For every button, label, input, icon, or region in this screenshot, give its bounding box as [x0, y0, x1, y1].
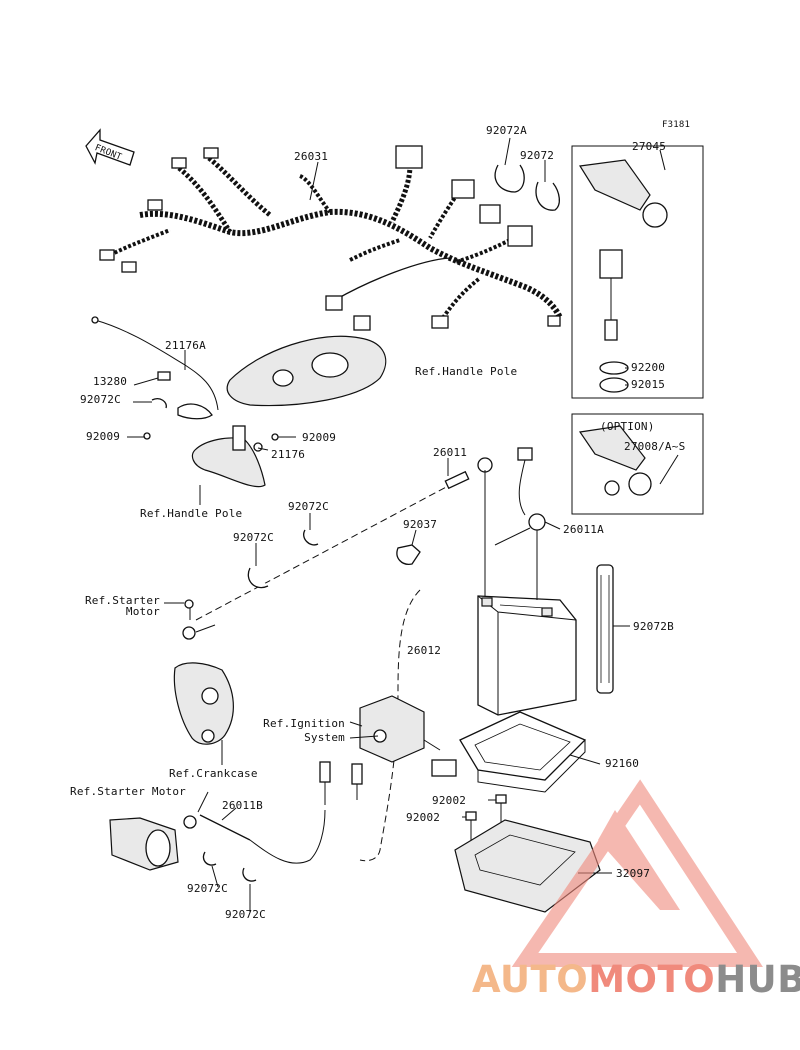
part-92072c-5: 92072C [225, 908, 266, 921]
ref-handle-pole-1: Ref.Handle Pole [415, 365, 518, 378]
part-13280: 13280 [93, 375, 128, 388]
cable-26012 [359, 589, 421, 862]
ref-starter-motor-2: Ref.Starter Motor [70, 785, 186, 798]
clamp-92072c-d [242, 867, 257, 882]
part-26011: 26011 [433, 446, 468, 459]
part-92009-2: 92009 [302, 431, 337, 444]
part-92072c-1: 92072C [80, 393, 121, 406]
ref-starter-motor-1-line1: Ref.Starter [84, 594, 160, 607]
cable-26011 [195, 484, 451, 621]
watermark-moto: MOTO [588, 958, 716, 1001]
starter-motor [109, 815, 197, 871]
part-92160: 92160 [605, 757, 640, 770]
battery-case-92160 [459, 711, 587, 793]
part-92002-1: 92002 [432, 794, 467, 807]
part-92015: 92015 [631, 378, 666, 391]
part-32097: 32097 [616, 867, 651, 880]
cable-26011-terminal [182, 457, 493, 640]
strap-92072b [596, 564, 614, 694]
ref-ignition-line2: System [304, 731, 345, 744]
part-92072c-3: 92072C [233, 531, 274, 544]
figure-code: F3181 [662, 120, 691, 130]
main-wiring-harness [99, 145, 563, 331]
part-92072b: 92072B [633, 620, 674, 633]
battery [477, 595, 577, 716]
part-92072c-2: 92072C [288, 500, 329, 513]
key-switch-option [578, 425, 652, 496]
ref-crankcase: Ref.Crankcase [169, 767, 258, 780]
option-label: (OPTION) [600, 420, 655, 433]
part-21176: 21176 [271, 448, 306, 461]
watermark-hub: HUB [715, 958, 800, 1001]
clamp-92072c-c [202, 851, 217, 866]
bracket-assembly [143, 403, 279, 488]
tray-32097 [454, 819, 601, 913]
ref-handle-pole-2: Ref.Handle Pole [140, 507, 243, 520]
part-92072: 92072 [520, 149, 555, 162]
clamp-92072c-left [151, 398, 167, 409]
cable-26011b [199, 809, 326, 864]
part-27008: 27008/A~S [624, 440, 686, 453]
part-27045: 27045 [632, 140, 667, 153]
part-92009-1: 92009 [86, 430, 121, 443]
clamp-92072c-b [247, 567, 269, 589]
part-92002-2: 92002 [406, 811, 441, 824]
handle-pole-cover [226, 335, 387, 407]
watermark-auto: AUTO [472, 958, 589, 1001]
option-box [571, 413, 704, 515]
part-26012: 26012 [407, 644, 442, 657]
front-arrow-icon [85, 128, 135, 166]
watermark-triangle-icon [511, 779, 763, 967]
clamp-92072a [494, 164, 525, 193]
part-92200: 92200 [631, 361, 666, 374]
part-21176a: 21176A [165, 339, 206, 352]
cable-26011a [494, 447, 546, 546]
part-26011b: 26011B [222, 799, 263, 812]
watermark-text: AUTOMOTOHUB [472, 958, 800, 1001]
ref-starter-motor-1-line2: Motor [125, 605, 160, 618]
ref-ignition-line1: Ref.Ignition [263, 717, 345, 730]
clamp-92072c-a [303, 529, 319, 546]
crankcase [173, 662, 234, 745]
key-switch-27045 [578, 159, 668, 393]
clamp-92037 [396, 544, 421, 565]
part-26011a: 26011A [563, 523, 604, 536]
key-switch-box [571, 145, 704, 399]
part-92072c-4: 92072C [187, 882, 228, 895]
part-92037: 92037 [403, 518, 438, 531]
part-26031: 26031 [294, 150, 329, 163]
part-92072a: 92072A [486, 124, 527, 137]
wire-21176a [91, 316, 219, 411]
clamp-92072 [535, 181, 560, 211]
ignition-unit [319, 695, 457, 805]
label-13280 [157, 371, 171, 381]
leader-lines [127, 137, 679, 912]
